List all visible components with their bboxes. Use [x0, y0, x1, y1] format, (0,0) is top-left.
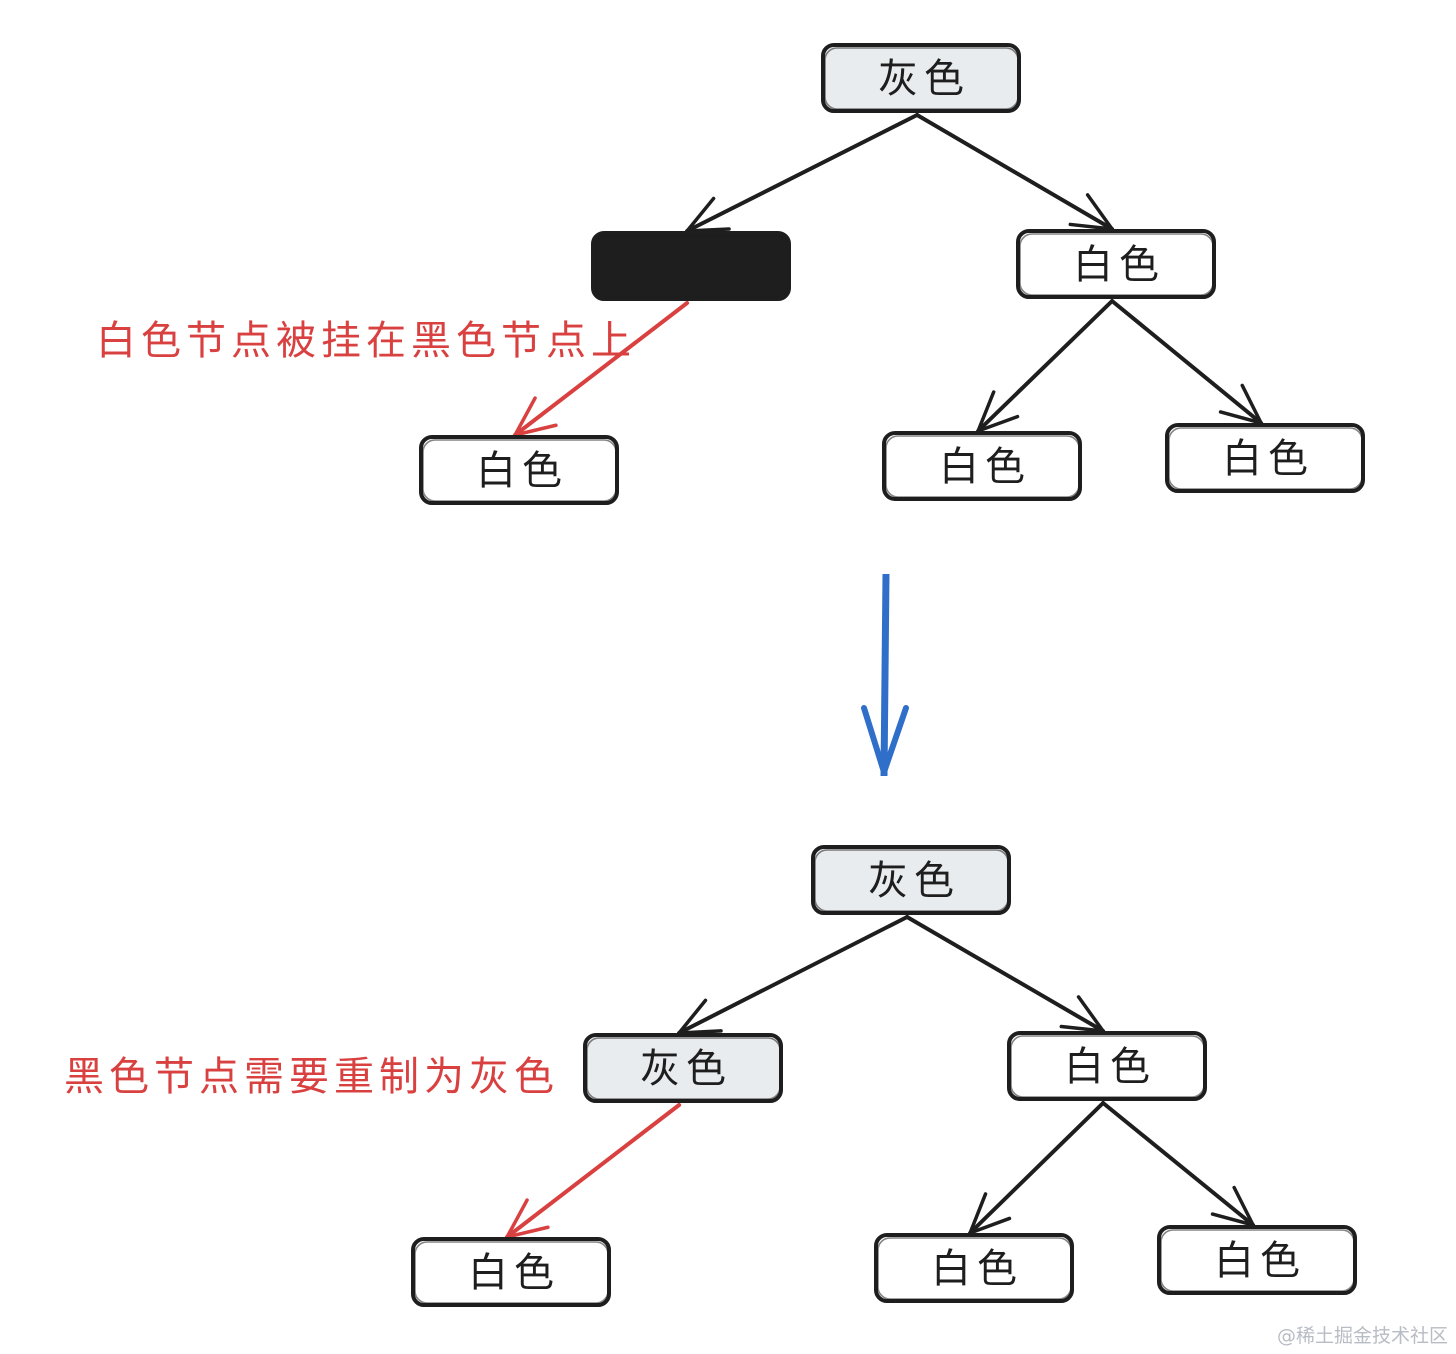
node-box: [821, 43, 1021, 113]
node-t-root: 灰色: [821, 43, 1021, 113]
edge-line: [505, 1103, 682, 1239]
node-label: 灰色: [640, 1046, 732, 1092]
node-t-right: 白色: [1016, 229, 1216, 299]
edge-line: [685, 113, 920, 233]
node-box: [1165, 423, 1365, 493]
arrowhead-stroke-1: [976, 390, 996, 433]
transition-arrow-shaft: [880, 573, 890, 777]
arrowhead-stroke-2: [685, 227, 731, 233]
edges-layer: [505, 113, 1264, 1239]
arrowhead-stroke-1: [968, 1192, 988, 1235]
node-box-sketch: [586, 1037, 781, 1100]
node-box-sketch: [594, 235, 789, 298]
node-b-rl: 白色: [874, 1233, 1074, 1303]
edge-line: [1101, 1101, 1256, 1227]
arrowhead-stroke-1: [1210, 1212, 1255, 1227]
nodes-layer: 灰色白色白色白色白色灰色灰色白色白色白色白色: [411, 43, 1365, 1307]
node-box-sketch: [1019, 233, 1214, 296]
arrowhead-stroke-2: [968, 1216, 1012, 1235]
node-box-sketch: [422, 439, 617, 502]
edge-t-root-t-left: [685, 113, 920, 233]
edge-b-root-b-right: [905, 915, 1106, 1033]
node-b-rr: 白色: [1157, 1225, 1357, 1295]
node-label: 白色: [939, 444, 1031, 490]
node-box: [591, 231, 791, 301]
arrowhead-stroke-2: [1232, 1185, 1255, 1227]
arrowhead-stroke-2: [677, 1029, 723, 1035]
arrowhead-stroke-2: [1240, 383, 1263, 425]
node-b-left: 灰色: [583, 1033, 783, 1103]
node-t-ll: 白色: [419, 435, 619, 505]
arrowhead-stroke-1: [513, 396, 537, 437]
arrowhead-stroke-2: [1076, 995, 1105, 1033]
node-t-rr: 白色: [1165, 423, 1365, 493]
node-label: 白色: [1073, 242, 1165, 288]
edge-line: [915, 113, 1115, 231]
node-box: [411, 1237, 611, 1307]
edge-line: [905, 915, 1106, 1033]
arrowhead-stroke-1: [677, 998, 708, 1035]
node-box-sketch: [824, 47, 1019, 110]
node-t-left: [591, 231, 791, 301]
node-box-sketch: [885, 435, 1080, 498]
arrowhead-stroke-2: [505, 1225, 550, 1239]
node-b-root: 灰色: [811, 845, 1011, 915]
node-box: [1016, 229, 1216, 299]
node-box-sketch: [877, 1237, 1072, 1300]
node-box: [811, 845, 1011, 915]
arrowhead-stroke-1: [505, 1198, 529, 1239]
node-label: 白色: [1214, 1238, 1306, 1284]
node-label: 白色: [468, 1250, 560, 1296]
annotation-top: 白色节点被挂在黑色节点上: [96, 318, 636, 364]
edge-t-right-t-rr: [1110, 299, 1264, 425]
arrowhead-stroke-1: [1218, 410, 1263, 425]
node-box: [419, 435, 619, 505]
annotation-bottom: 黑色节点需要重制为灰色: [64, 1054, 559, 1100]
transition-arrow-head: [861, 705, 909, 775]
edge-b-right-b-rr: [1101, 1101, 1256, 1227]
edge-b-root-b-left: [677, 915, 910, 1035]
arrowhead-stroke-2: [513, 423, 558, 437]
node-label: 白色: [931, 1246, 1023, 1292]
edge-line: [677, 915, 910, 1035]
node-box-sketch: [414, 1241, 609, 1304]
edge-line: [513, 301, 690, 437]
node-box: [1007, 1031, 1207, 1101]
node-box-sketch: [1010, 1035, 1205, 1098]
arrowhead-stroke-1: [685, 196, 716, 233]
watermark: @稀土掘金技术社区: [1276, 1325, 1448, 1347]
node-b-right: 白色: [1007, 1031, 1207, 1101]
edge-t-left-t-ll: [513, 301, 690, 437]
node-box-sketch: [814, 849, 1009, 912]
edge-t-right-t-rl: [976, 299, 1115, 433]
edge-line: [976, 299, 1115, 433]
node-box: [882, 431, 1082, 501]
node-box-sketch: [1160, 1229, 1355, 1292]
node-label: 白色: [476, 448, 568, 494]
node-box: [1157, 1225, 1357, 1295]
edge-line: [968, 1101, 1106, 1235]
node-label: 灰色: [878, 56, 970, 102]
node-b-ll: 白色: [411, 1237, 611, 1307]
arrowhead-stroke-1: [1059, 1024, 1105, 1033]
node-box: [874, 1233, 1074, 1303]
arrowhead-stroke-2: [976, 414, 1020, 433]
arrowhead-stroke-2: [1085, 193, 1114, 231]
edge-line: [1110, 299, 1264, 425]
node-label: 白色: [1064, 1044, 1156, 1090]
transition-arrow: [861, 573, 909, 777]
arrowhead-stroke-1: [1068, 222, 1114, 231]
edge-b-right-b-rl: [968, 1101, 1106, 1235]
node-box-sketch: [1168, 427, 1363, 490]
node-label: 白色: [1222, 436, 1314, 482]
edge-b-left-b-ll: [505, 1103, 682, 1239]
node-t-rl: 白色: [882, 431, 1082, 501]
node-box: [583, 1033, 783, 1103]
node-label: 灰色: [868, 858, 960, 904]
edge-t-root-t-right: [915, 113, 1115, 231]
